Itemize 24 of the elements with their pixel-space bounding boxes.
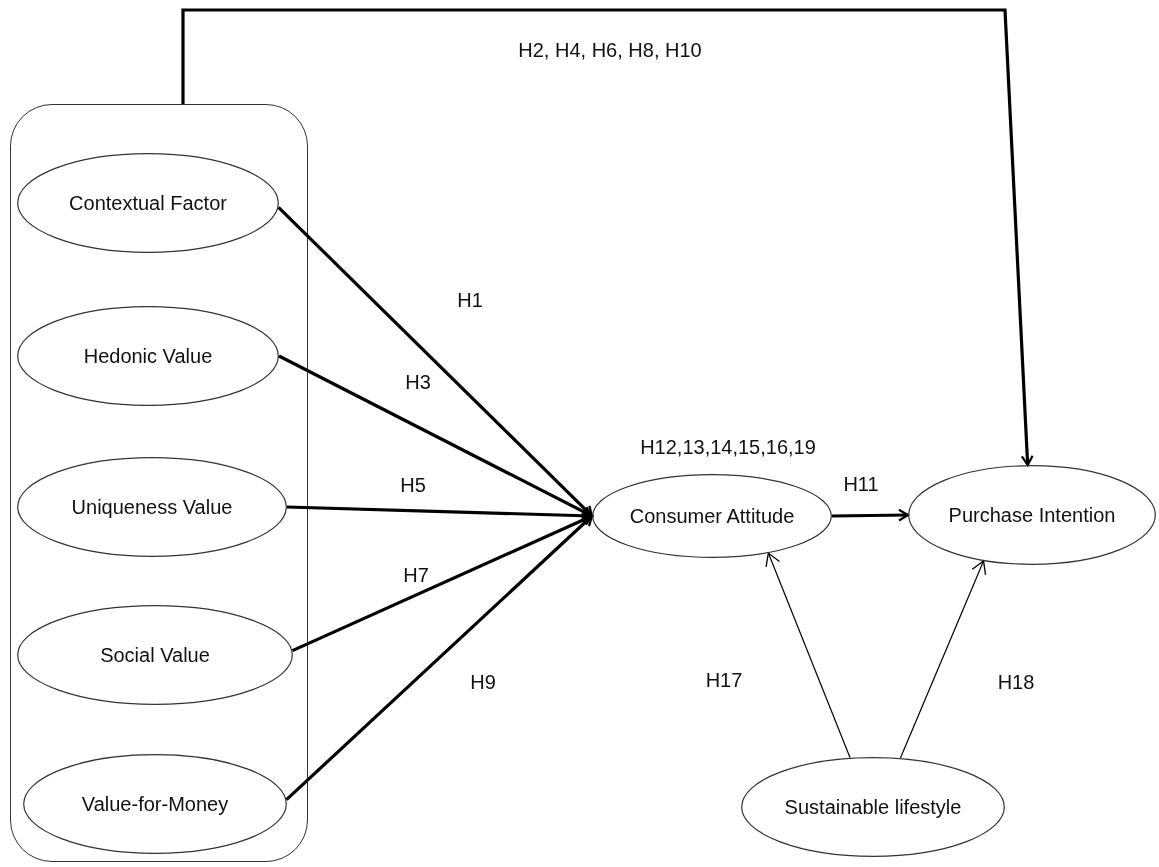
node-label: Contextual Factor bbox=[69, 191, 227, 215]
construct-ellipse bbox=[17, 605, 293, 705]
construct-ellipse bbox=[17, 457, 287, 557]
node-label: Value-for-Money bbox=[81, 792, 229, 816]
node-label: Social Value bbox=[100, 643, 210, 667]
arrow bbox=[285, 514, 594, 801]
construct-ellipse bbox=[17, 153, 279, 253]
arrow bbox=[291, 513, 594, 653]
construct-ellipse bbox=[592, 474, 832, 558]
node-label: Consumer Attitude bbox=[629, 504, 795, 528]
node-label: Sustainable lifestyle bbox=[784, 795, 962, 819]
arrow bbox=[831, 508, 910, 522]
arrow bbox=[181, 8, 1034, 467]
construct-ellipse bbox=[908, 465, 1156, 565]
construct-ellipse bbox=[17, 306, 279, 406]
construct-ellipse bbox=[741, 757, 1005, 857]
node-label: Uniqueness Value bbox=[71, 495, 233, 519]
arrow bbox=[278, 354, 594, 518]
arrow bbox=[899, 560, 987, 759]
node-label: Hedonic Value bbox=[83, 344, 213, 368]
arrow bbox=[765, 552, 851, 759]
node-label: Purchase Intention bbox=[948, 503, 1116, 527]
group-box bbox=[10, 104, 308, 862]
construct-ellipse bbox=[23, 754, 287, 854]
